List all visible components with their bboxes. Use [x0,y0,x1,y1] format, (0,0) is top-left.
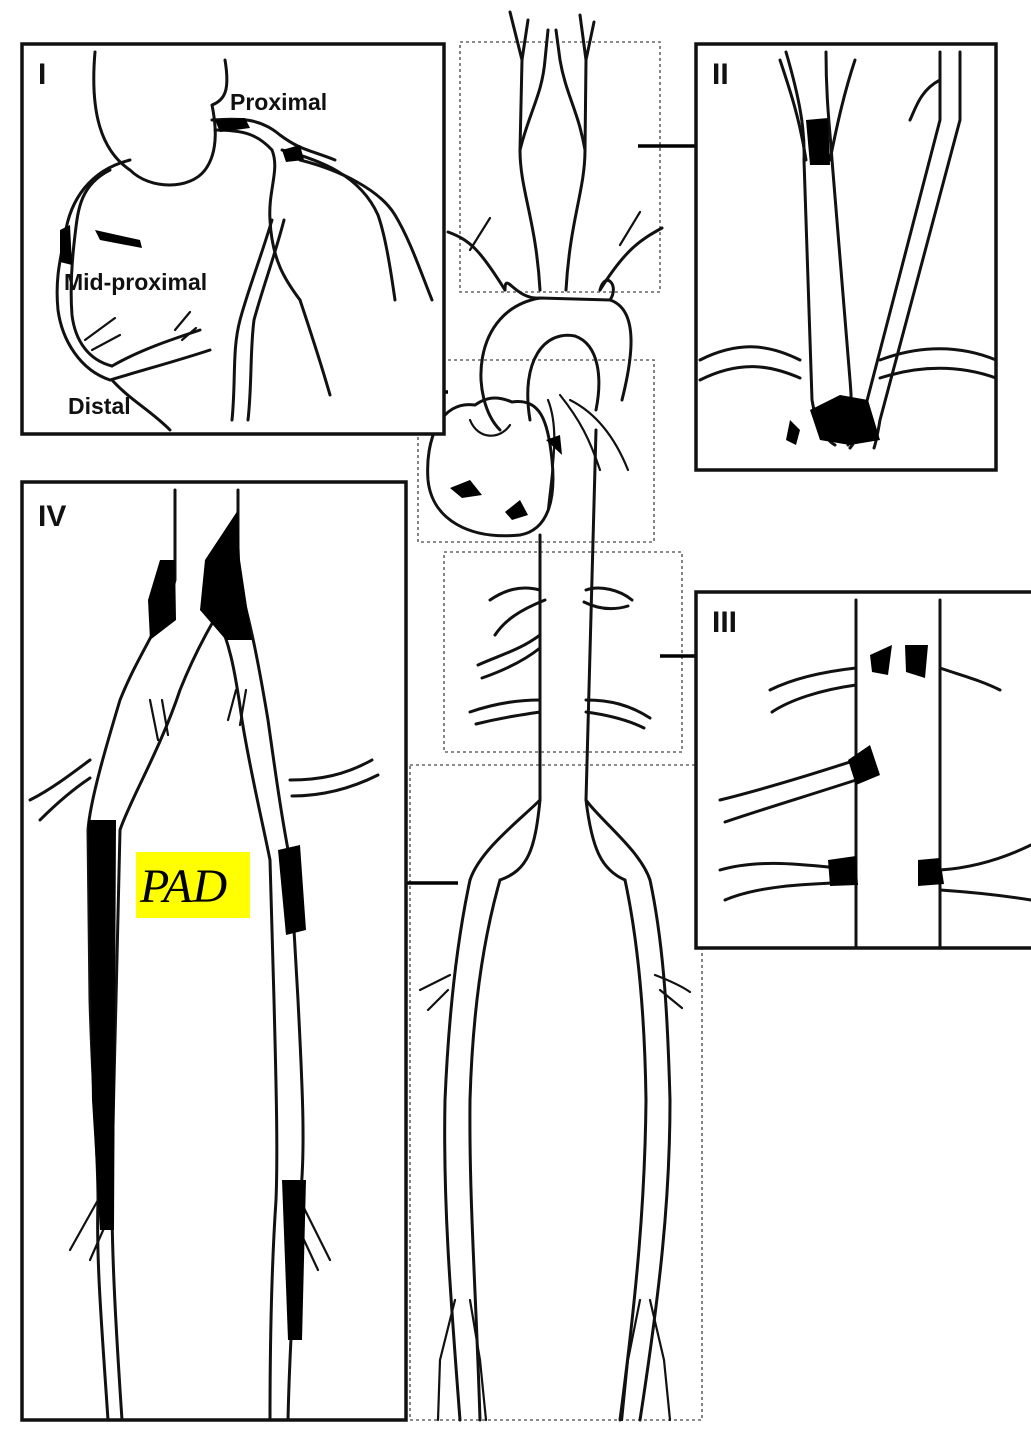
panel-IV-pad: IV PAD [22,482,406,1420]
label-proximal: Proximal [230,89,327,115]
label-distal: Distal [68,393,131,419]
aortic-arch [481,280,631,430]
lower-limb-arteries [420,800,690,1420]
region-box-carotid [460,42,660,292]
central-arterial-tree [410,12,702,1420]
panel-IV-number: IV [38,500,66,533]
panel-II-number: II [712,58,729,91]
panel-III-number: III [712,606,737,639]
heart [428,395,628,536]
panel-I-coronary: I Proximal Mid-proximal Distal [22,44,444,434]
label-mid-proximal: Mid-proximal [64,269,207,295]
pad-label: PAD [139,860,227,913]
panel-II-carotid: II [696,44,996,470]
panel-III-renal: III [696,592,1031,948]
panel-I-number: I [38,58,46,91]
descending-aorta [470,430,650,880]
carotid-branches [448,12,662,290]
